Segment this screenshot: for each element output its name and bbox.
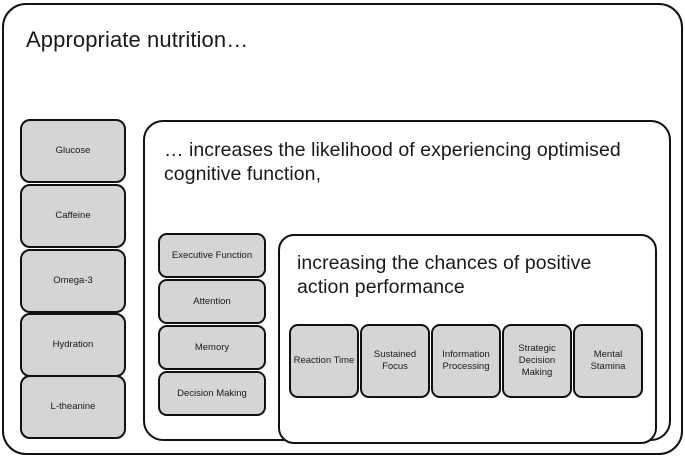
cognition-chip-label: Decision Making bbox=[177, 387, 247, 399]
performance-panel: increasing the chances of positive actio… bbox=[278, 234, 657, 444]
page-title: Appropriate nutrition… bbox=[26, 27, 249, 52]
nutrition-panel: Appropriate nutrition… Glucose Caffeine … bbox=[2, 3, 683, 455]
performance-chip-label: Reaction Time bbox=[293, 355, 355, 366]
performance-chip-sustained-focus: Sustained Focus bbox=[360, 324, 430, 398]
cognition-chip-executive-function: Executive Function bbox=[158, 233, 266, 278]
cognition-chip-label: Attention bbox=[193, 295, 231, 307]
nutrient-chip-label: Hydration bbox=[52, 339, 94, 350]
performance-chip-strategic-decision-making: Strategic Decision Making bbox=[502, 324, 572, 398]
cognition-chip-label: Executive Function bbox=[171, 249, 253, 261]
nutrient-chip-hydration: Hydration bbox=[20, 313, 126, 377]
cognition-chip-memory: Memory bbox=[158, 325, 266, 370]
performance-chip-label: Information Processing bbox=[442, 349, 490, 372]
cognition-chip-attention: Attention bbox=[158, 279, 266, 324]
cognition-chip-label: Memory bbox=[194, 341, 230, 353]
nutrient-chip-caffeine: Caffeine bbox=[20, 184, 126, 248]
cognition-chip-decision-making: Decision Making bbox=[158, 371, 266, 416]
nutrient-chip-label: L-theanine bbox=[50, 401, 96, 412]
nutrient-chip-label: Caffeine bbox=[55, 210, 91, 221]
performance-chip-information-processing: Information Processing bbox=[431, 324, 501, 398]
nutrient-chip-l-theanine: L-theanine bbox=[20, 375, 126, 439]
nutrient-chip-label: Omega-3 bbox=[53, 275, 93, 286]
performance-chip-label: Strategic Decision Making bbox=[518, 343, 556, 378]
performance-chip-reaction-time: Reaction Time bbox=[289, 324, 359, 398]
nutrient-chip-label: Glucose bbox=[55, 145, 91, 156]
performance-chip-label: Mental Stamina bbox=[590, 349, 626, 372]
cognition-heading: … increases the likelihood of experienci… bbox=[164, 139, 621, 185]
performance-chip-mental-stamina: Mental Stamina bbox=[573, 324, 643, 398]
nutrient-chip-omega-3: Omega-3 bbox=[20, 249, 126, 313]
performance-heading: increasing the chances of positive actio… bbox=[297, 252, 592, 298]
performance-chip-label: Sustained Focus bbox=[373, 349, 417, 372]
cognition-panel: … increases the likelihood of experienci… bbox=[143, 120, 671, 444]
nutrient-chip-glucose: Glucose bbox=[20, 119, 126, 183]
